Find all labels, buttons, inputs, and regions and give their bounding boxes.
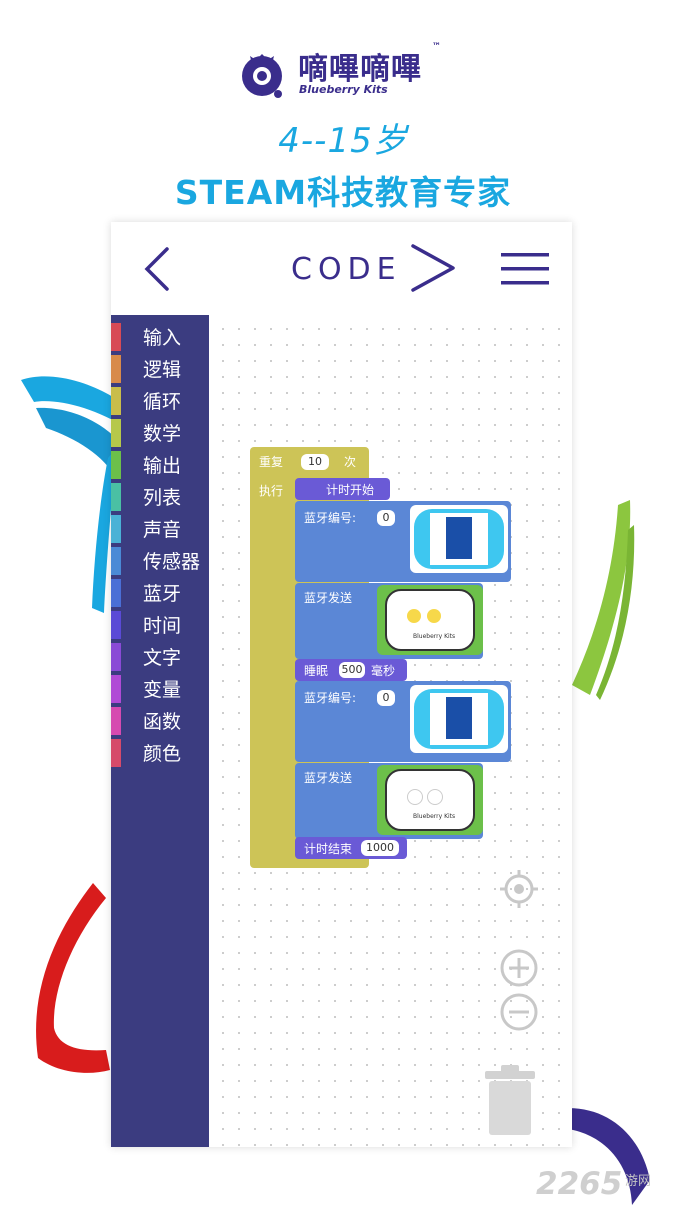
- category-color-swatch: [111, 355, 121, 383]
- bluetooth-id-field-1[interactable]: 0: [377, 510, 395, 526]
- plus-icon[interactable]: [499, 948, 539, 988]
- target-icon-glyph[interactable]: [499, 869, 539, 909]
- trash-icon[interactable]: [483, 1065, 537, 1137]
- repeat-count-field[interactable]: 10: [301, 454, 329, 470]
- category-item[interactable]: 声音: [111, 511, 209, 543]
- bluetooth-send-label-2: 蓝牙发送: [304, 771, 353, 785]
- bluetooth-id-label-1: 蓝牙编号:: [304, 511, 357, 525]
- category-color-swatch: [111, 387, 121, 415]
- category-color-swatch: [111, 323, 121, 351]
- category-item[interactable]: 循环: [111, 383, 209, 415]
- led-module-image-2: Blueberry Kits: [377, 765, 483, 835]
- category-item[interactable]: 变量: [111, 671, 209, 703]
- brand-name: 嘀嗶嘀嗶: [298, 52, 422, 87]
- led-module-image-1: Blueberry Kits: [377, 585, 483, 655]
- category-color-swatch: [111, 419, 121, 447]
- category-color-swatch: [111, 739, 121, 767]
- category-item[interactable]: 传感器: [111, 543, 209, 575]
- timer-end-label: 计时结束: [304, 842, 353, 856]
- category-item[interactable]: 列表: [111, 479, 209, 511]
- chevron-left-icon[interactable]: [139, 246, 175, 292]
- category-color-swatch: [111, 483, 121, 511]
- category-label: 变量: [143, 679, 182, 701]
- red-brush-stroke: [36, 883, 110, 1073]
- category-label: 函数: [143, 711, 182, 733]
- category-item[interactable]: 逻辑: [111, 351, 209, 383]
- watermark-suffix: 游网: [625, 1174, 652, 1189]
- category-sidebar: 输入逻辑循环数学输出列表声音传感器蓝牙时间文字变量函数颜色: [111, 315, 209, 1147]
- timer-end-field[interactable]: 1000: [361, 840, 399, 856]
- category-item[interactable]: 函数: [111, 703, 209, 735]
- steam-tagline: STEAM科技教育专家: [174, 173, 512, 212]
- bluetooth-send-label-1: 蓝牙发送: [304, 591, 353, 605]
- category-label: 输入: [143, 327, 182, 349]
- timer-start-block[interactable]: [295, 478, 390, 500]
- target-icon[interactable]: [599, 867, 639, 907]
- timer-start-label: 计时开始: [326, 483, 375, 497]
- category-label: 循环: [143, 391, 182, 413]
- category-label: 声音: [143, 519, 182, 541]
- module-brand-label-1: Blueberry Kits: [413, 633, 456, 640]
- hamburger-menu-icon[interactable]: [501, 252, 549, 286]
- trademark-mark: ™: [432, 42, 441, 52]
- bluetooth-module-image-2: [410, 685, 508, 753]
- sleep-label: 睡眠: [304, 664, 329, 678]
- category-item[interactable]: 数学: [111, 415, 209, 447]
- category-label: 列表: [143, 487, 182, 509]
- minus-icon[interactable]: [499, 992, 539, 1032]
- watermark-number: 2265: [536, 1166, 623, 1202]
- bluetooth-id-label-2: 蓝牙编号:: [304, 691, 357, 705]
- age-tagline: 4--15岁: [278, 121, 408, 161]
- top-bar: CODE: [111, 222, 572, 316]
- category-label: 传感器: [143, 551, 201, 573]
- category-label: 文字: [143, 647, 182, 669]
- category-color-swatch: [111, 547, 121, 575]
- logo-icon: [242, 54, 282, 98]
- green-brush-stroke: [572, 500, 635, 700]
- app-screen: CODE 输入逻辑循环数学输出列表声音传感器蓝牙时间文字变量函数颜色 重复 10…: [111, 222, 572, 1147]
- category-color-swatch: [111, 707, 121, 735]
- category-label: 时间: [143, 615, 182, 637]
- category-label: 颜色: [143, 743, 182, 765]
- category-item[interactable]: 时间: [111, 607, 209, 639]
- bluetooth-id-field-2[interactable]: 0: [377, 690, 395, 706]
- category-item[interactable]: 文字: [111, 639, 209, 671]
- category-item[interactable]: 颜色: [111, 735, 209, 767]
- category-item[interactable]: 蓝牙: [111, 575, 209, 607]
- purple-brush-stroke: [550, 1108, 650, 1205]
- category-label: 输出: [143, 455, 182, 477]
- repeat-label: 重复: [259, 455, 284, 469]
- play-icon[interactable]: [409, 242, 459, 294]
- brand-header: 嘀嗶嘀嗶 ™ Blueberry Kits 4--15岁 STEAM科技教育专家: [0, 0, 686, 225]
- category-color-swatch: [111, 675, 121, 703]
- blue-brush-stroke: [21, 376, 128, 613]
- category-color-swatch: [111, 611, 121, 639]
- category-color-swatch: [111, 451, 121, 479]
- category-label: 蓝牙: [143, 583, 182, 605]
- repeat-unit: 次: [344, 455, 357, 469]
- block-workspace[interactable]: 重复 10 次 执行 计时开始 蓝牙编号: 0 蓝牙发送 Blueberry K…: [209, 315, 572, 1147]
- category-item[interactable]: 输入: [111, 319, 209, 351]
- do-label: 执行: [259, 484, 284, 498]
- category-item[interactable]: 输出: [111, 447, 209, 479]
- code-title: CODE: [291, 252, 402, 287]
- sleep-duration-field[interactable]: 500: [339, 662, 365, 678]
- category-color-swatch: [111, 515, 121, 543]
- module-brand-label-2: Blueberry Kits: [413, 813, 456, 820]
- bluetooth-module-image-1: [410, 505, 508, 573]
- sleep-unit: 毫秒: [371, 664, 396, 678]
- brand-subtitle: Blueberry Kits: [299, 83, 388, 96]
- category-color-swatch: [111, 579, 121, 607]
- category-color-swatch: [111, 643, 121, 671]
- category-label: 数学: [143, 423, 182, 445]
- category-label: 逻辑: [143, 359, 182, 381]
